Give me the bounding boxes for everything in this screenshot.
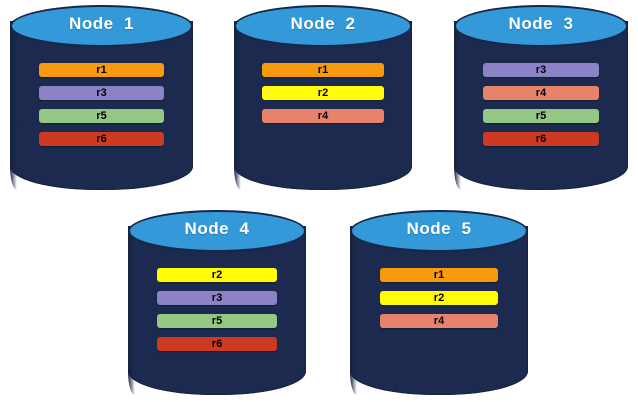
replica-list: r1 r2 r4 bbox=[234, 63, 412, 123]
replica-bar-r5[interactable]: r5 bbox=[157, 314, 277, 328]
node-title: Node 1 bbox=[69, 14, 134, 33]
cylinder-body bbox=[128, 226, 306, 395]
node-title: Node 4 bbox=[184, 219, 250, 238]
replica-bar-r4[interactable]: r4 bbox=[262, 109, 384, 123]
cylinder-body bbox=[234, 21, 412, 190]
replica-bar-r4[interactable]: r4 bbox=[380, 314, 498, 328]
replica-bar-r2[interactable]: r2 bbox=[380, 291, 498, 305]
replica-list: r1 r2 r4 bbox=[350, 268, 528, 328]
replica-bar-r3[interactable]: r3 bbox=[483, 63, 599, 77]
replica-bar-r6[interactable]: r6 bbox=[483, 132, 599, 146]
cylinder-body bbox=[350, 226, 528, 395]
cylinder-top-ellipse bbox=[350, 210, 528, 252]
replica-bar-r2[interactable]: r2 bbox=[157, 268, 277, 282]
cylinder-body bbox=[10, 21, 193, 190]
database-cylinder-icon bbox=[10, 5, 193, 190]
database-cylinder-icon bbox=[350, 210, 528, 395]
cylinder-top-ellipse bbox=[10, 5, 193, 47]
cylinder-top-ellipse bbox=[234, 5, 412, 47]
replica-list: r2 r3 r5 r6 bbox=[128, 268, 306, 351]
node-2[interactable]: Node 2 r1 r2 r4 bbox=[234, 5, 412, 190]
replica-list: r1 r3 r5 r6 bbox=[10, 63, 193, 146]
node-1[interactable]: Node 1 r1 r3 r5 r6 bbox=[10, 5, 193, 190]
replica-bar-r2[interactable]: r2 bbox=[262, 86, 384, 100]
database-cylinder-icon bbox=[454, 5, 628, 190]
replica-bar-r3[interactable]: r3 bbox=[39, 86, 164, 100]
cylinder-top-ellipse bbox=[454, 5, 628, 47]
node-title: Node 2 bbox=[290, 14, 356, 33]
replica-bar-r3[interactable]: r3 bbox=[157, 291, 277, 305]
node-4[interactable]: Node 4 r2 r3 r5 r6 bbox=[128, 210, 306, 395]
replica-bar-r1[interactable]: r1 bbox=[39, 63, 164, 77]
replica-bar-r6[interactable]: r6 bbox=[39, 132, 164, 146]
node-5[interactable]: Node 5 r1 r2 r4 bbox=[350, 210, 528, 395]
node-title: Node 5 bbox=[406, 219, 472, 238]
replica-bar-r5[interactable]: r5 bbox=[39, 109, 164, 123]
cylinder-body bbox=[454, 21, 628, 190]
cylinder-top-ellipse bbox=[128, 210, 306, 252]
replica-bar-r6[interactable]: r6 bbox=[157, 337, 277, 351]
replica-bar-r1[interactable]: r1 bbox=[262, 63, 384, 77]
replica-bar-r4[interactable]: r4 bbox=[483, 86, 599, 100]
node-3[interactable]: Node 3 r3 r4 r5 r6 bbox=[454, 5, 628, 190]
database-cylinder-icon bbox=[128, 210, 306, 395]
node-title: Node 3 bbox=[508, 14, 574, 33]
database-cylinder-icon bbox=[234, 5, 412, 190]
replica-bar-r5[interactable]: r5 bbox=[483, 109, 599, 123]
replica-bar-r1[interactable]: r1 bbox=[380, 268, 498, 282]
replica-list: r3 r4 r5 r6 bbox=[454, 63, 628, 146]
